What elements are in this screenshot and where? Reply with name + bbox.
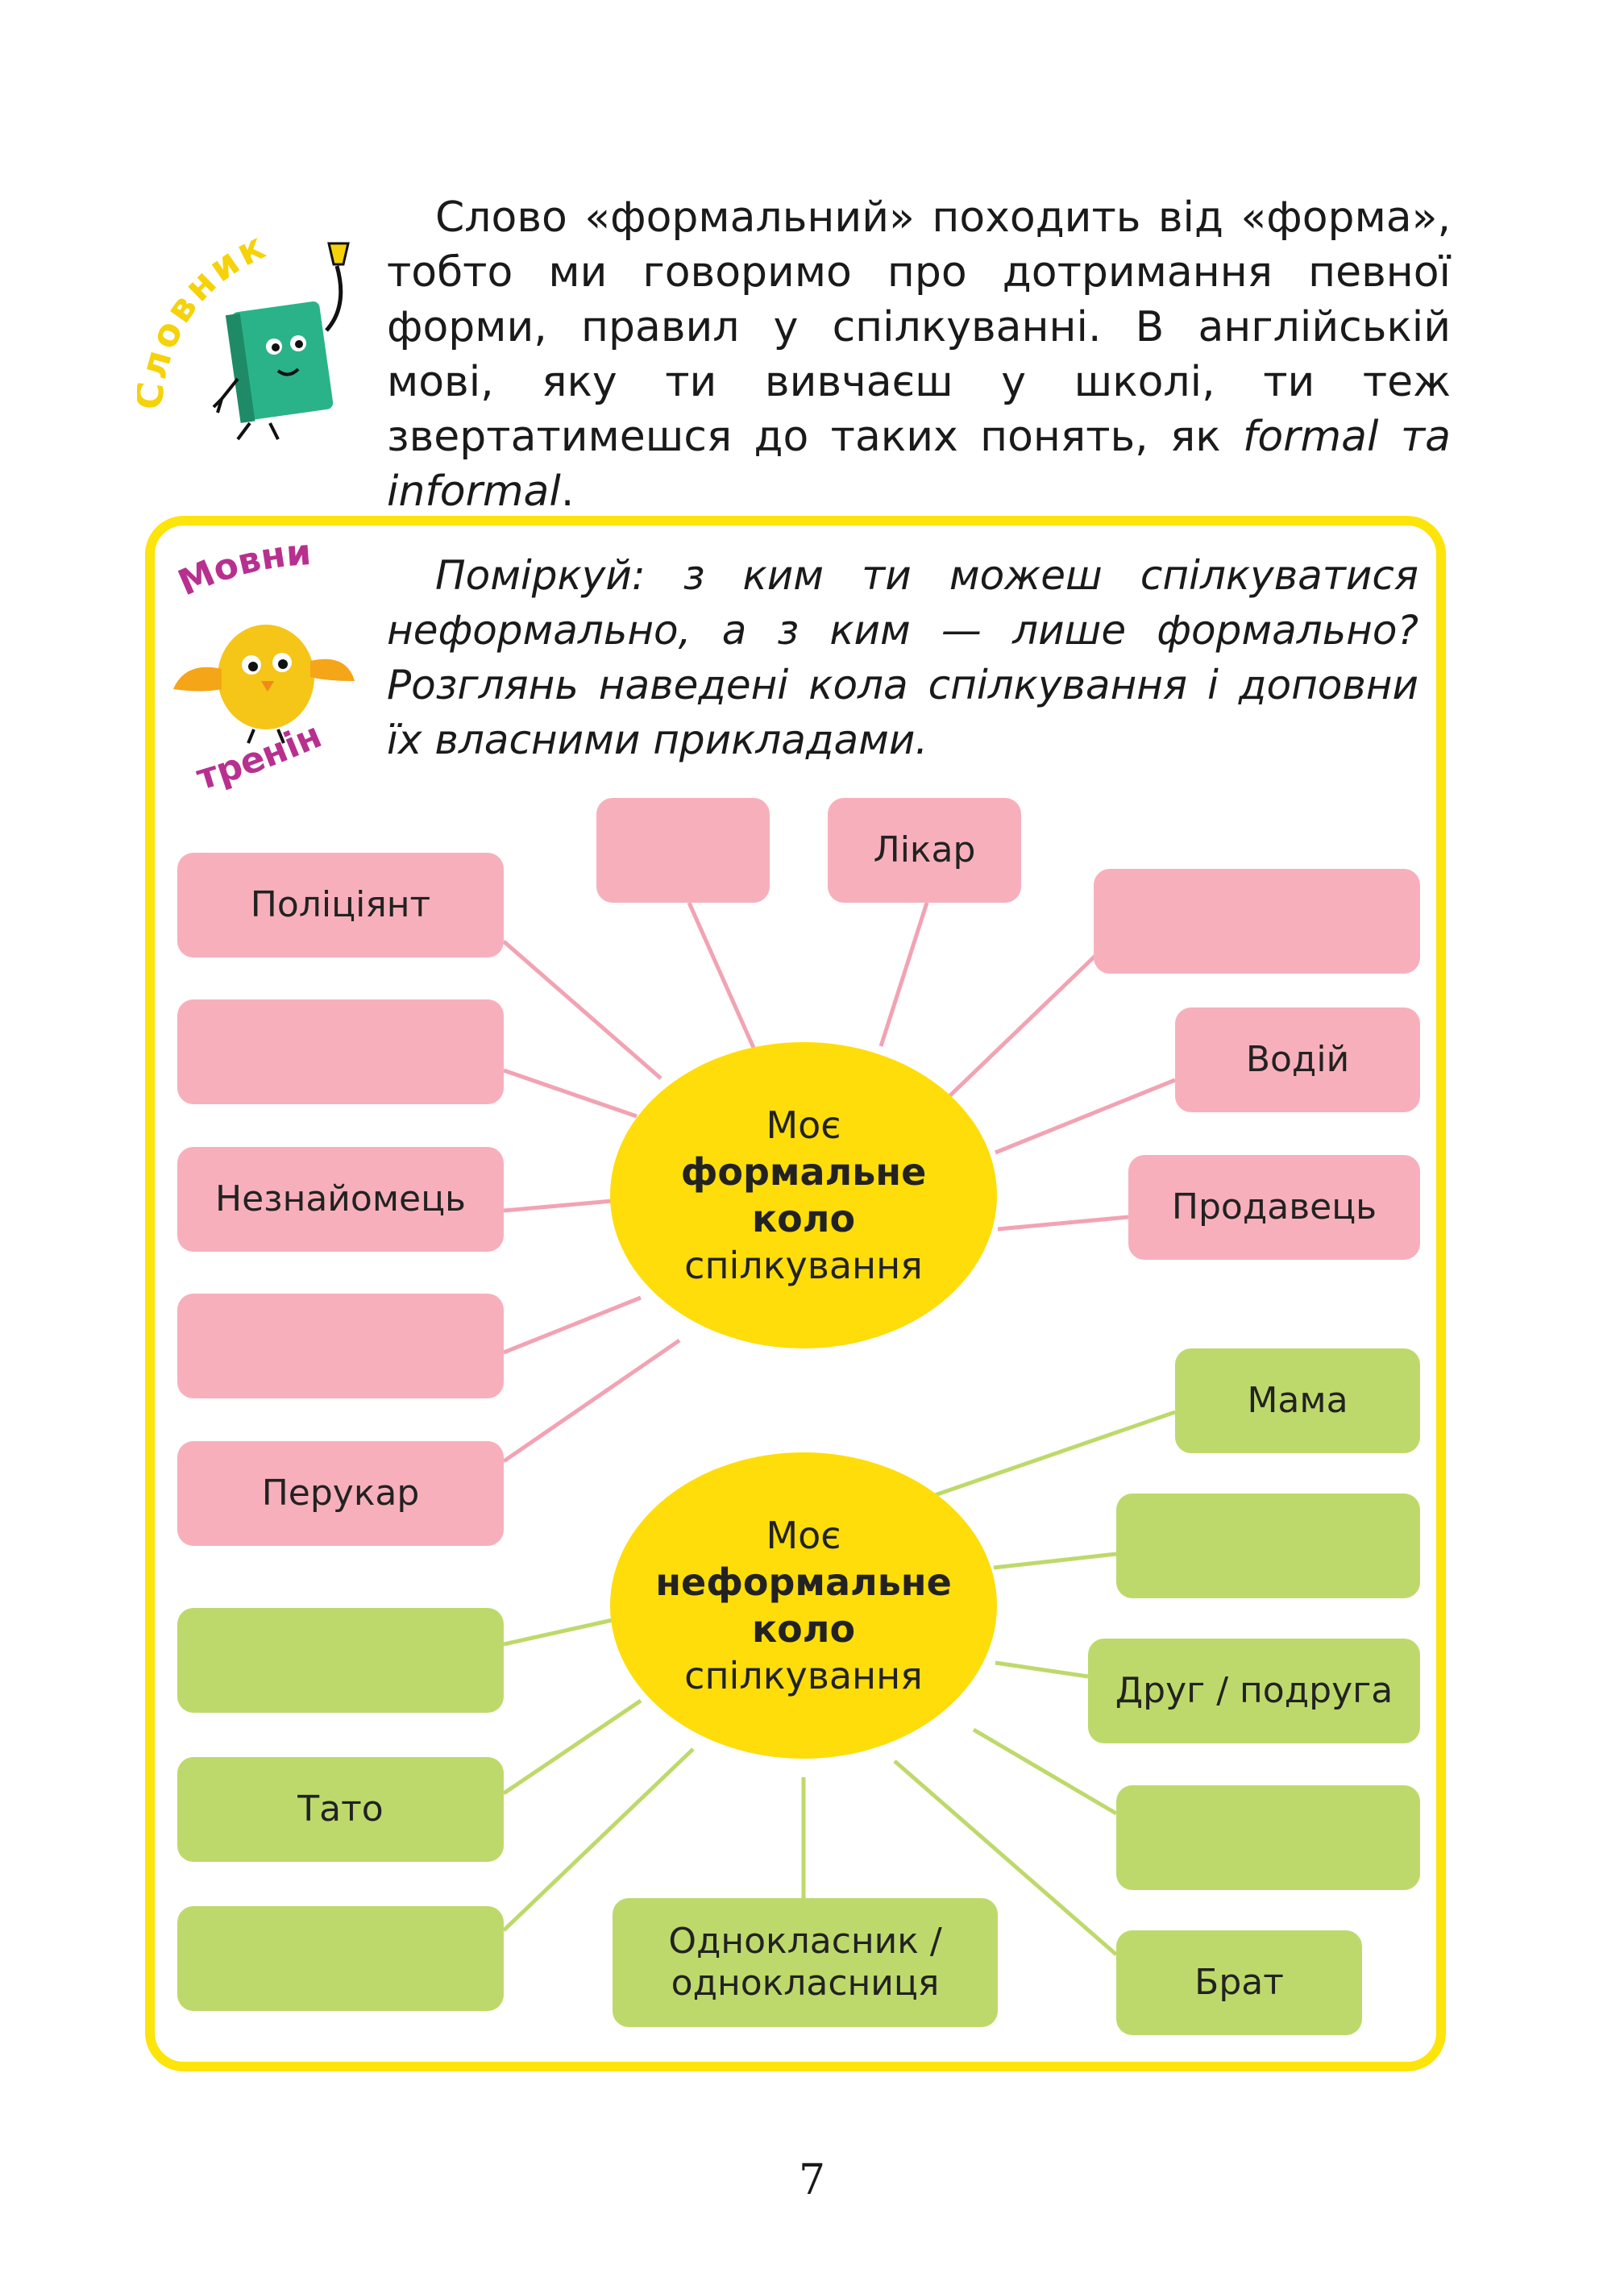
- intro-paragraph: Слово «формальний» походить від «форма»,…: [387, 190, 1451, 519]
- slovnyk-badge: Словник: [137, 222, 350, 441]
- informal-box-odnoklasnyk: Однокласник / однокласниця: [613, 1898, 998, 2027]
- exercise-frame: [145, 516, 1446, 2071]
- informal-circle-line1: Моє: [766, 1514, 841, 1557]
- task-paragraph: Поміркуй: з ким ти можеш спілкуватися не…: [387, 548, 1418, 767]
- informal-box-mama: Мама: [1175, 1348, 1420, 1453]
- informal-connectors: [502, 1410, 1176, 1956]
- formal-box-prodavets: Продавець: [1128, 1155, 1420, 1260]
- informal-box-empty[interactable]: [1116, 1785, 1420, 1890]
- formal-box-likar: Лікар: [828, 798, 1021, 903]
- formal-circle: Моє формальне коло спілкування: [610, 1042, 997, 1348]
- informal-box-tato: Тато: [177, 1757, 504, 1862]
- formal-box-politsiiant: Поліціянт: [177, 853, 504, 958]
- formal-box-perukar: Перукар: [177, 1441, 504, 1546]
- formal-box-neznaiomets: Незнайомець: [177, 1147, 504, 1252]
- formal-circle-line3: коло: [751, 1197, 856, 1240]
- formal-box-empty[interactable]: [177, 999, 504, 1104]
- informal-circle-line4: спілкування: [684, 1654, 923, 1697]
- task-text: Поміркуй: з ким ти можеш спілкуватися не…: [387, 552, 1418, 763]
- bird-mascot-icon: [173, 625, 355, 744]
- informal-box-brat: Брат: [1116, 1930, 1362, 2035]
- intro-text-italic: formal та informal: [387, 413, 1451, 516]
- formal-circle-line1: Моє: [766, 1103, 841, 1147]
- informal-box-empty[interactable]: [177, 1906, 504, 2011]
- movnyi-trening-badge: Мовний тренінг: [161, 532, 355, 799]
- informal-box-druh: Друг / подруга: [1088, 1639, 1420, 1743]
- informal-circle: Моє неформальне коло спілкування: [610, 1452, 997, 1759]
- formal-box-vodii: Водій: [1175, 1007, 1420, 1112]
- formal-circle-line2: формальне: [680, 1150, 927, 1194]
- informal-circle-line2: неформальне: [655, 1560, 952, 1604]
- informal-box-empty[interactable]: [177, 1608, 504, 1713]
- informal-circle-line3: коло: [751, 1607, 856, 1651]
- intro-text-end: .: [560, 467, 575, 516]
- page-number: 7: [798, 2156, 826, 2204]
- intro-text: Слово «формальний» походить від «форма»,…: [387, 193, 1451, 461]
- formal-circle-line4: спілкування: [684, 1244, 923, 1287]
- informal-box-empty[interactable]: [1116, 1494, 1420, 1598]
- book-mascot-icon: [212, 242, 350, 441]
- formal-box-empty[interactable]: [1094, 869, 1420, 974]
- formal-box-empty[interactable]: [177, 1294, 504, 1398]
- formal-box-empty[interactable]: [596, 798, 770, 903]
- formal-connectors: [502, 901, 1176, 1464]
